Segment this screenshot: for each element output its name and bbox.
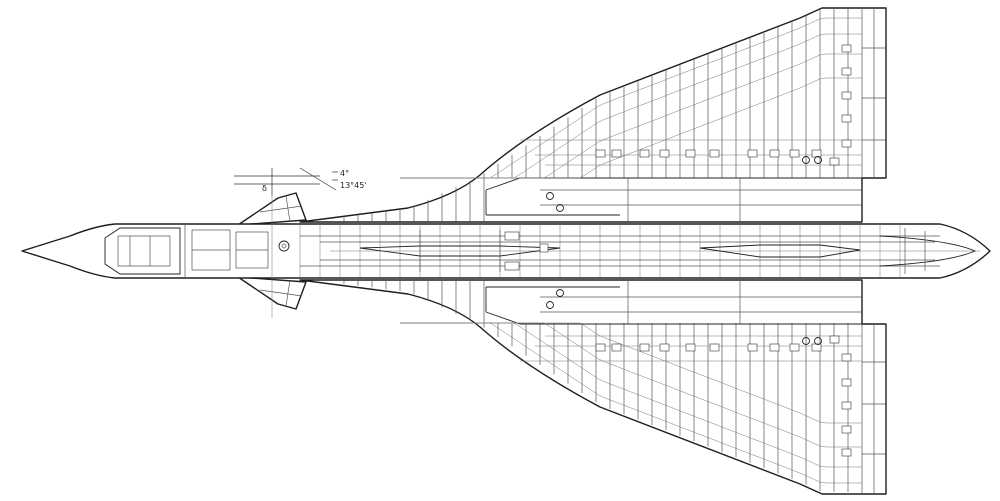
equipment-box	[841, 91, 852, 100]
equipment-box	[747, 343, 758, 352]
equipment-box	[811, 149, 822, 158]
equipment-box	[709, 343, 720, 352]
equipment-box	[841, 114, 852, 123]
angle-label-4-deg: 4°	[340, 169, 349, 178]
hydraulic-ring	[814, 156, 822, 164]
equipment-box	[789, 149, 800, 158]
equipment-box	[611, 149, 622, 158]
center-fuel-tank	[359, 230, 861, 272]
equipment-box	[685, 149, 696, 158]
equipment-box	[811, 343, 822, 352]
hydraulic-ring	[546, 301, 554, 309]
hydraulic-ring	[546, 192, 554, 200]
equipment-box	[841, 425, 852, 434]
upper-wing	[299, 7, 887, 223]
fuselage-stringers	[300, 235, 980, 267]
equipment-box	[747, 149, 758, 158]
equipment-box	[841, 139, 852, 148]
hydraulic-ring	[802, 337, 810, 345]
equipment-box	[595, 343, 606, 352]
lower-nacelle	[485, 286, 862, 325]
equipment-box	[829, 335, 840, 344]
canard-details	[259, 195, 303, 307]
delta-symbol: δ	[262, 184, 267, 193]
equipment-box	[611, 343, 622, 352]
equipment-box	[841, 353, 852, 362]
wing-equipment	[546, 44, 852, 457]
equipment-box	[841, 401, 852, 410]
wing-spar	[400, 322, 862, 424]
equipment-box	[841, 67, 852, 76]
equipment-box	[685, 343, 696, 352]
equipment-box	[789, 343, 800, 352]
hydraulic-ring	[556, 204, 564, 212]
hydraulic-ring	[556, 289, 564, 297]
cockpit	[104, 224, 290, 278]
hydraulic-ring	[802, 156, 810, 164]
equipment-box	[841, 448, 852, 457]
equipment-box	[769, 149, 780, 158]
nacelle-channels	[540, 178, 862, 324]
equipment-box	[639, 343, 650, 352]
wing-spar	[400, 77, 862, 179]
equipment-box	[659, 343, 670, 352]
lower-elevons	[861, 324, 886, 494]
wing-structure	[343, 9, 862, 492]
hydraulic-ring	[814, 337, 822, 345]
equipment-box	[769, 343, 780, 352]
equipment-box	[639, 149, 650, 158]
lower-wing	[299, 279, 887, 495]
equipment-box	[659, 149, 670, 158]
equipment-box	[841, 44, 852, 53]
tail-cone-detail	[879, 228, 977, 274]
upper-elevons	[861, 8, 886, 178]
canard-angle-annotation: 4° 13°45' δ	[234, 167, 367, 318]
equipment-box	[829, 157, 840, 166]
equipment-box	[595, 149, 606, 158]
angle-label-13-45: 13°45'	[340, 181, 367, 190]
equipment-box	[709, 149, 720, 158]
equipment-box	[841, 378, 852, 387]
